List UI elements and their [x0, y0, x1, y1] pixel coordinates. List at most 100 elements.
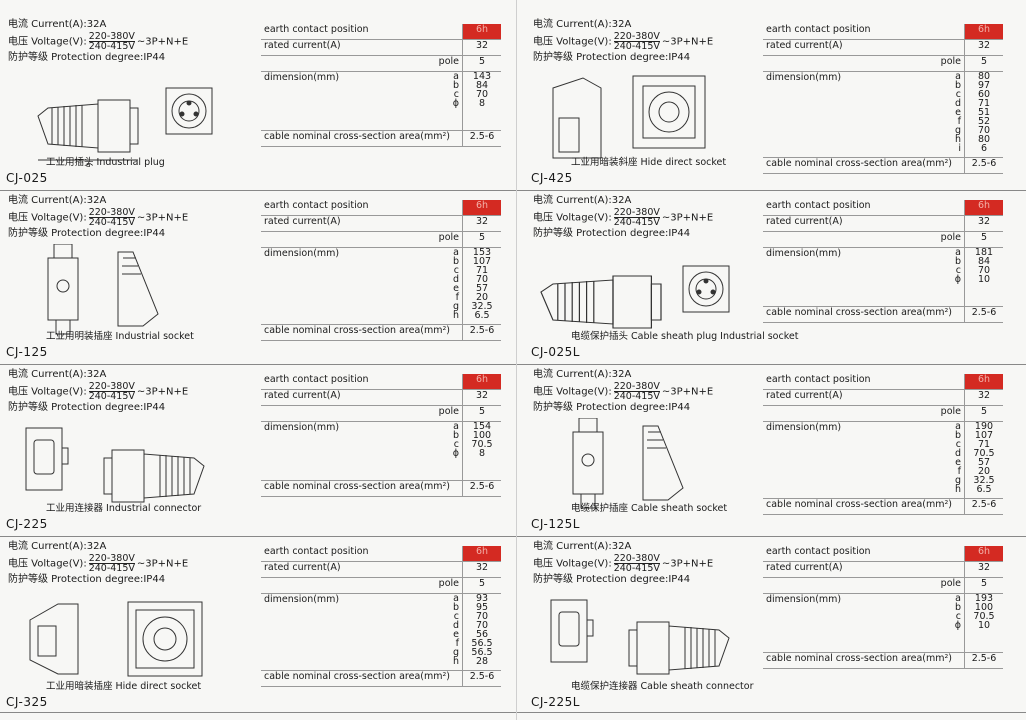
- protection-degree: 防护等级 Protection degree:IP44: [8, 574, 166, 585]
- cable-section-value: 2.5-6: [964, 498, 1003, 515]
- earth-contact-value: 6h: [462, 374, 501, 390]
- rated-current-label: rated current(A): [261, 389, 463, 406]
- cable-section-label: cable nominal cross-section area(mm²): [763, 306, 965, 323]
- cable-section-label: cable nominal cross-section area(mm²): [261, 324, 463, 341]
- earth-contact-value: 6h: [964, 374, 1003, 390]
- pole-value: 5: [964, 231, 1003, 248]
- earth-contact-label: earth contact position: [261, 24, 463, 40]
- earth-contact-value: 6h: [462, 200, 501, 216]
- current-rating: 电流 Current(A):32A: [533, 369, 632, 380]
- pole-label: pole: [261, 55, 463, 72]
- earth-contact-value: 6h: [964, 200, 1003, 216]
- cable-section-label: cable nominal cross-section area(mm²): [763, 652, 965, 669]
- pole-value: 5: [462, 405, 501, 422]
- cable-section-label: cable nominal cross-section area(mm²): [261, 130, 463, 147]
- earth-contact-label: earth contact position: [763, 374, 965, 390]
- cable-section-value: 2.5-6: [462, 130, 501, 147]
- rated-current-value: 32: [964, 215, 1003, 232]
- cable-sheath-socket-drawing: [533, 417, 758, 518]
- pole-value: 5: [964, 405, 1003, 422]
- rated-current-value: 32: [964, 561, 1003, 578]
- rated-current-label: rated current(A): [261, 215, 463, 232]
- rated-current-value: 32: [462, 39, 501, 56]
- product-caption: 电缆保护连接器 Cable sheath connector: [571, 681, 754, 692]
- protection-degree: 防护等级 Protection degree:IP44: [8, 52, 166, 63]
- model-number: CJ-025L: [531, 345, 580, 359]
- pole-value: 5: [462, 231, 501, 248]
- current-rating: 电流 Current(A):32A: [8, 195, 107, 206]
- model-number: CJ-125L: [531, 517, 580, 531]
- pole-label: pole: [261, 577, 463, 594]
- pole-label: pole: [261, 231, 463, 248]
- industrial-connector-drawing: [8, 418, 233, 518]
- cable-section-value: 2.5-6: [462, 670, 501, 687]
- earth-contact-label: earth contact position: [763, 200, 965, 216]
- model-number: CJ-225: [6, 517, 48, 531]
- industrial-plug-drawing: a: [8, 68, 233, 169]
- pole-label: pole: [763, 405, 965, 422]
- industrial-socket-drawing: [8, 243, 233, 344]
- protection-degree: 防护等级 Protection degree:IP44: [533, 228, 691, 239]
- model-number: CJ-425: [531, 171, 573, 185]
- cable-section-value: 2.5-6: [964, 306, 1003, 323]
- model-number: CJ-025: [6, 171, 48, 185]
- product-caption: 电缆保护插头 Cable sheath plug Industrial sock…: [571, 331, 799, 342]
- current-rating: 电流 Current(A):32A: [8, 541, 107, 552]
- model-number: CJ-125: [6, 345, 48, 359]
- protection-degree: 防护等级 Protection degree:IP44: [533, 574, 691, 585]
- cable-section-value: 2.5-6: [462, 324, 501, 341]
- row-divider: [0, 536, 1026, 537]
- cable-sheath-connector-drawing: [533, 590, 758, 690]
- pole-label: pole: [763, 55, 965, 72]
- earth-contact-label: earth contact position: [261, 200, 463, 216]
- svg-text:a: a: [86, 161, 90, 168]
- current-rating: 电流 Current(A):32A: [533, 195, 632, 206]
- earth-contact-value: 6h: [462, 24, 501, 40]
- protection-degree: 防护等级 Protection degree:IP44: [8, 402, 166, 413]
- current-rating: 电流 Current(A):32A: [533, 541, 632, 552]
- cable-section-value: 2.5-6: [964, 157, 1003, 174]
- cable-section-label: cable nominal cross-section area(mm²): [261, 670, 463, 687]
- current-rating: 电流 Current(A):32A: [8, 369, 107, 380]
- rated-current-value: 32: [964, 389, 1003, 406]
- rated-current-value: 32: [462, 389, 501, 406]
- earth-contact-label: earth contact position: [261, 546, 463, 562]
- rated-current-label: rated current(A): [763, 215, 965, 232]
- column-divider: [516, 0, 517, 720]
- row-divider: [0, 712, 1026, 713]
- earth-contact-value: 6h: [964, 24, 1003, 40]
- pole-label: pole: [261, 405, 463, 422]
- rated-current-label: rated current(A): [763, 39, 965, 56]
